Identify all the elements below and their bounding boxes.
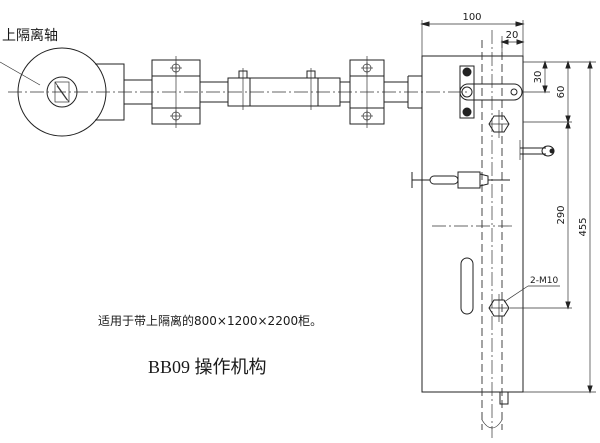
bolt-label: 2-M10 xyxy=(530,276,558,286)
dim-455: 455 xyxy=(578,217,589,236)
panel-slot xyxy=(460,257,474,315)
dimension-lines xyxy=(420,21,596,394)
side-lever-right xyxy=(519,140,555,160)
coupling-sleeve xyxy=(227,68,341,110)
dim-100: 100 xyxy=(462,12,481,23)
cabinet-panel xyxy=(421,20,524,393)
upper-bolt xyxy=(488,110,510,138)
bearing-block-left xyxy=(151,56,201,128)
vertical-rod-hidden-lines xyxy=(432,30,512,438)
bolt-label-leader xyxy=(503,285,529,303)
top-crank-lever xyxy=(459,65,523,119)
operating-handle xyxy=(411,171,510,189)
lower-bolt xyxy=(488,294,510,322)
main-shaft xyxy=(124,75,422,109)
label-leader xyxy=(0,61,41,86)
applicability-note: 适用于带上隔离的800×1200×2200柜。 xyxy=(98,313,322,328)
bearing-block-right xyxy=(349,56,385,128)
dim-60: 60 xyxy=(556,86,567,99)
dim-20: 20 xyxy=(506,30,519,41)
drawing-title: BB09 操作机构 xyxy=(148,357,267,377)
dim-290: 290 xyxy=(556,205,567,224)
shaft-label: 上隔离轴 xyxy=(2,27,58,44)
dim-30: 30 xyxy=(533,71,544,84)
